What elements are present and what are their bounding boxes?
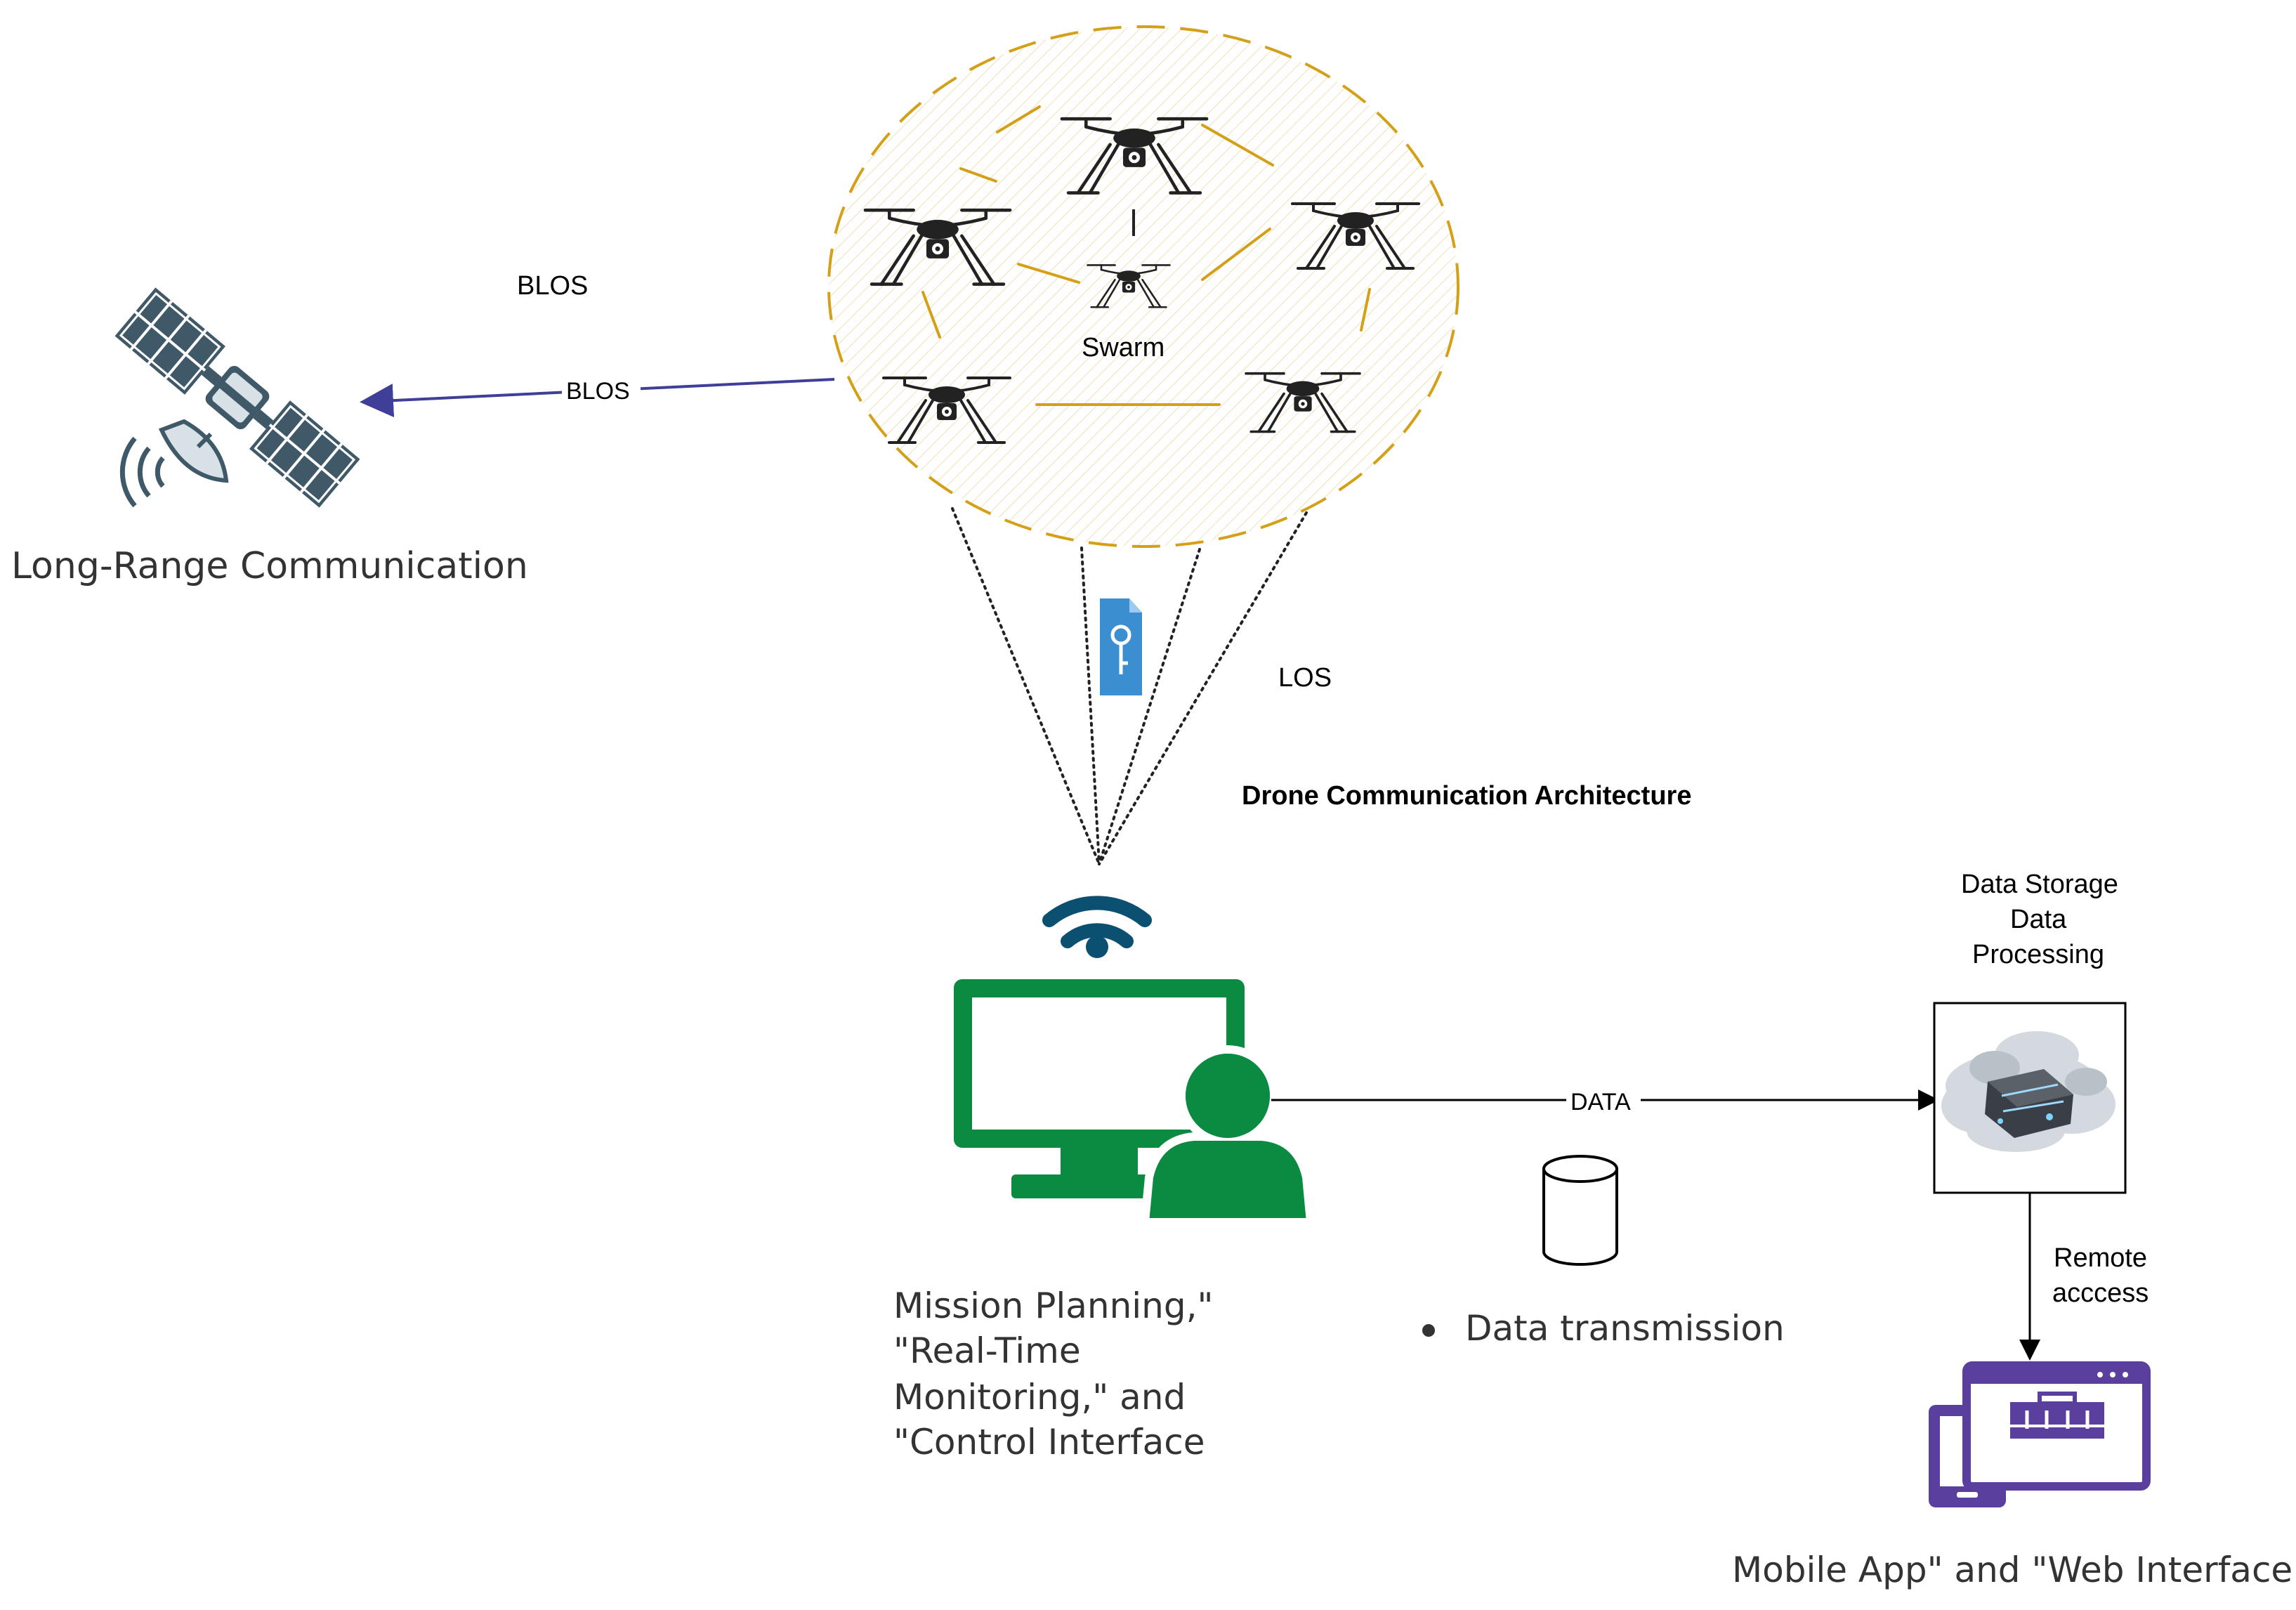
cloud-server-icon — [1933, 1002, 2127, 1194]
blos-label-bg — [562, 377, 641, 407]
mission-label-line1: Mission Planning," — [893, 1285, 1214, 1326]
data-link-label: DATA — [1570, 1089, 1631, 1115]
los-label: LOS — [1278, 663, 1332, 693]
wifi-icon — [1042, 896, 1152, 958]
swarm-links — [921, 105, 1371, 406]
mission-label-line4: "Control Interface — [893, 1422, 1205, 1462]
remote-access-line1: Remote — [2054, 1243, 2148, 1273]
monitor-user-icon — [954, 979, 1316, 1226]
blos-top-label: BLOS — [517, 271, 589, 301]
data-label-bg — [1566, 1087, 1641, 1114]
los-links — [951, 507, 1308, 865]
blos-link-label: BLOS — [566, 378, 630, 405]
architecture-title: Drone Communication Architecture — [1242, 781, 1692, 811]
remote-access-line2: acccess — [2052, 1278, 2149, 1308]
data-transmission-label: Data transmission — [1465, 1308, 1785, 1349]
database-cylinder-icon — [1542, 1155, 1618, 1266]
key-file-icon — [1100, 598, 1142, 695]
storage-label-line1: Data Storage — [1961, 870, 2118, 899]
bullet-dot — [1422, 1324, 1435, 1337]
tablet-browser-icon — [1929, 1361, 2151, 1507]
swarm-boundary — [827, 25, 1459, 548]
mission-label-line2: "Real-Time — [893, 1330, 1081, 1371]
mobile-web-label: Mobile App" and "Web Interface. — [1732, 1550, 2296, 1590]
swarm-label: Swarm — [1082, 333, 1165, 362]
long-range-label: Long-Range Communication — [11, 545, 528, 587]
satellite-icon — [114, 287, 360, 508]
mission-label-line3: Monitoring," and — [893, 1377, 1186, 1418]
storage-label-line3: Processing — [1972, 940, 2104, 969]
storage-label-line2: Data — [2010, 905, 2067, 934]
